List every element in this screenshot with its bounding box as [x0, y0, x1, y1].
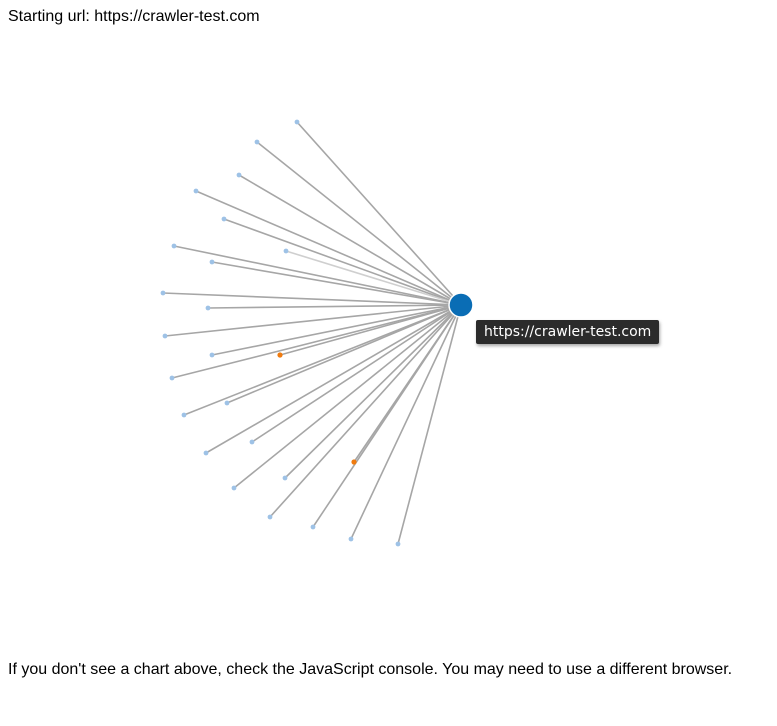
graph-edges [162, 121, 462, 545]
leaf-node[interactable] [209, 352, 215, 358]
graph-edge [312, 304, 462, 528]
leaf-node[interactable] [231, 485, 237, 491]
graph-edge [162, 292, 462, 306]
leaf-node[interactable] [236, 172, 242, 178]
graph-nodes [160, 119, 401, 547]
leaf-node[interactable] [162, 333, 168, 339]
graph-edge [195, 190, 462, 306]
leaf-node[interactable] [310, 524, 316, 530]
graph-edge [211, 261, 462, 306]
highlighted-leaf-node[interactable] [277, 352, 283, 358]
leaf-node[interactable] [205, 305, 211, 311]
graph-edge [164, 304, 462, 337]
leaf-node[interactable] [348, 536, 354, 542]
leaf-node[interactable] [203, 450, 209, 456]
browser-warning-message: If you don't see a chart above, check th… [8, 661, 733, 678]
leaf-node[interactable] [283, 248, 289, 254]
leaf-node[interactable] [395, 541, 401, 547]
leaf-node[interactable] [171, 243, 177, 249]
leaf-node[interactable] [193, 188, 199, 194]
highlighted-leaf-node[interactable] [351, 459, 357, 465]
graph-edge [285, 250, 462, 306]
graph-edge [173, 245, 462, 306]
graph-edge [223, 218, 462, 306]
leaf-node[interactable] [181, 412, 187, 418]
graph-edge [238, 174, 462, 306]
leaf-node[interactable] [160, 290, 166, 296]
leaf-node[interactable] [224, 400, 230, 406]
starting-url-label: Starting url: https://crawler-test.com [8, 8, 260, 25]
node-tooltip: https://crawler-test.com [476, 320, 660, 344]
leaf-node[interactable] [221, 216, 227, 222]
leaf-node[interactable] [294, 119, 300, 125]
root-node[interactable] [448, 292, 474, 318]
leaf-node[interactable] [267, 514, 273, 520]
graph-edge [350, 304, 462, 540]
leaf-node[interactable] [169, 375, 175, 381]
graph-edge [233, 304, 462, 489]
graph-edge [211, 304, 462, 356]
graph-edge [207, 304, 462, 309]
leaf-node[interactable] [254, 139, 260, 145]
leaf-node[interactable] [249, 439, 255, 445]
graph-edge [397, 304, 462, 545]
graph-edge [256, 141, 462, 306]
graph-edge [171, 304, 462, 379]
graph-edge [296, 121, 462, 306]
graph-edge [251, 304, 462, 443]
graph-edge [284, 304, 462, 479]
leaf-node[interactable] [209, 259, 215, 265]
graph-edge [269, 304, 462, 518]
leaf-node[interactable] [282, 475, 288, 481]
graph-edge [183, 304, 462, 416]
graph-edge [205, 304, 462, 454]
